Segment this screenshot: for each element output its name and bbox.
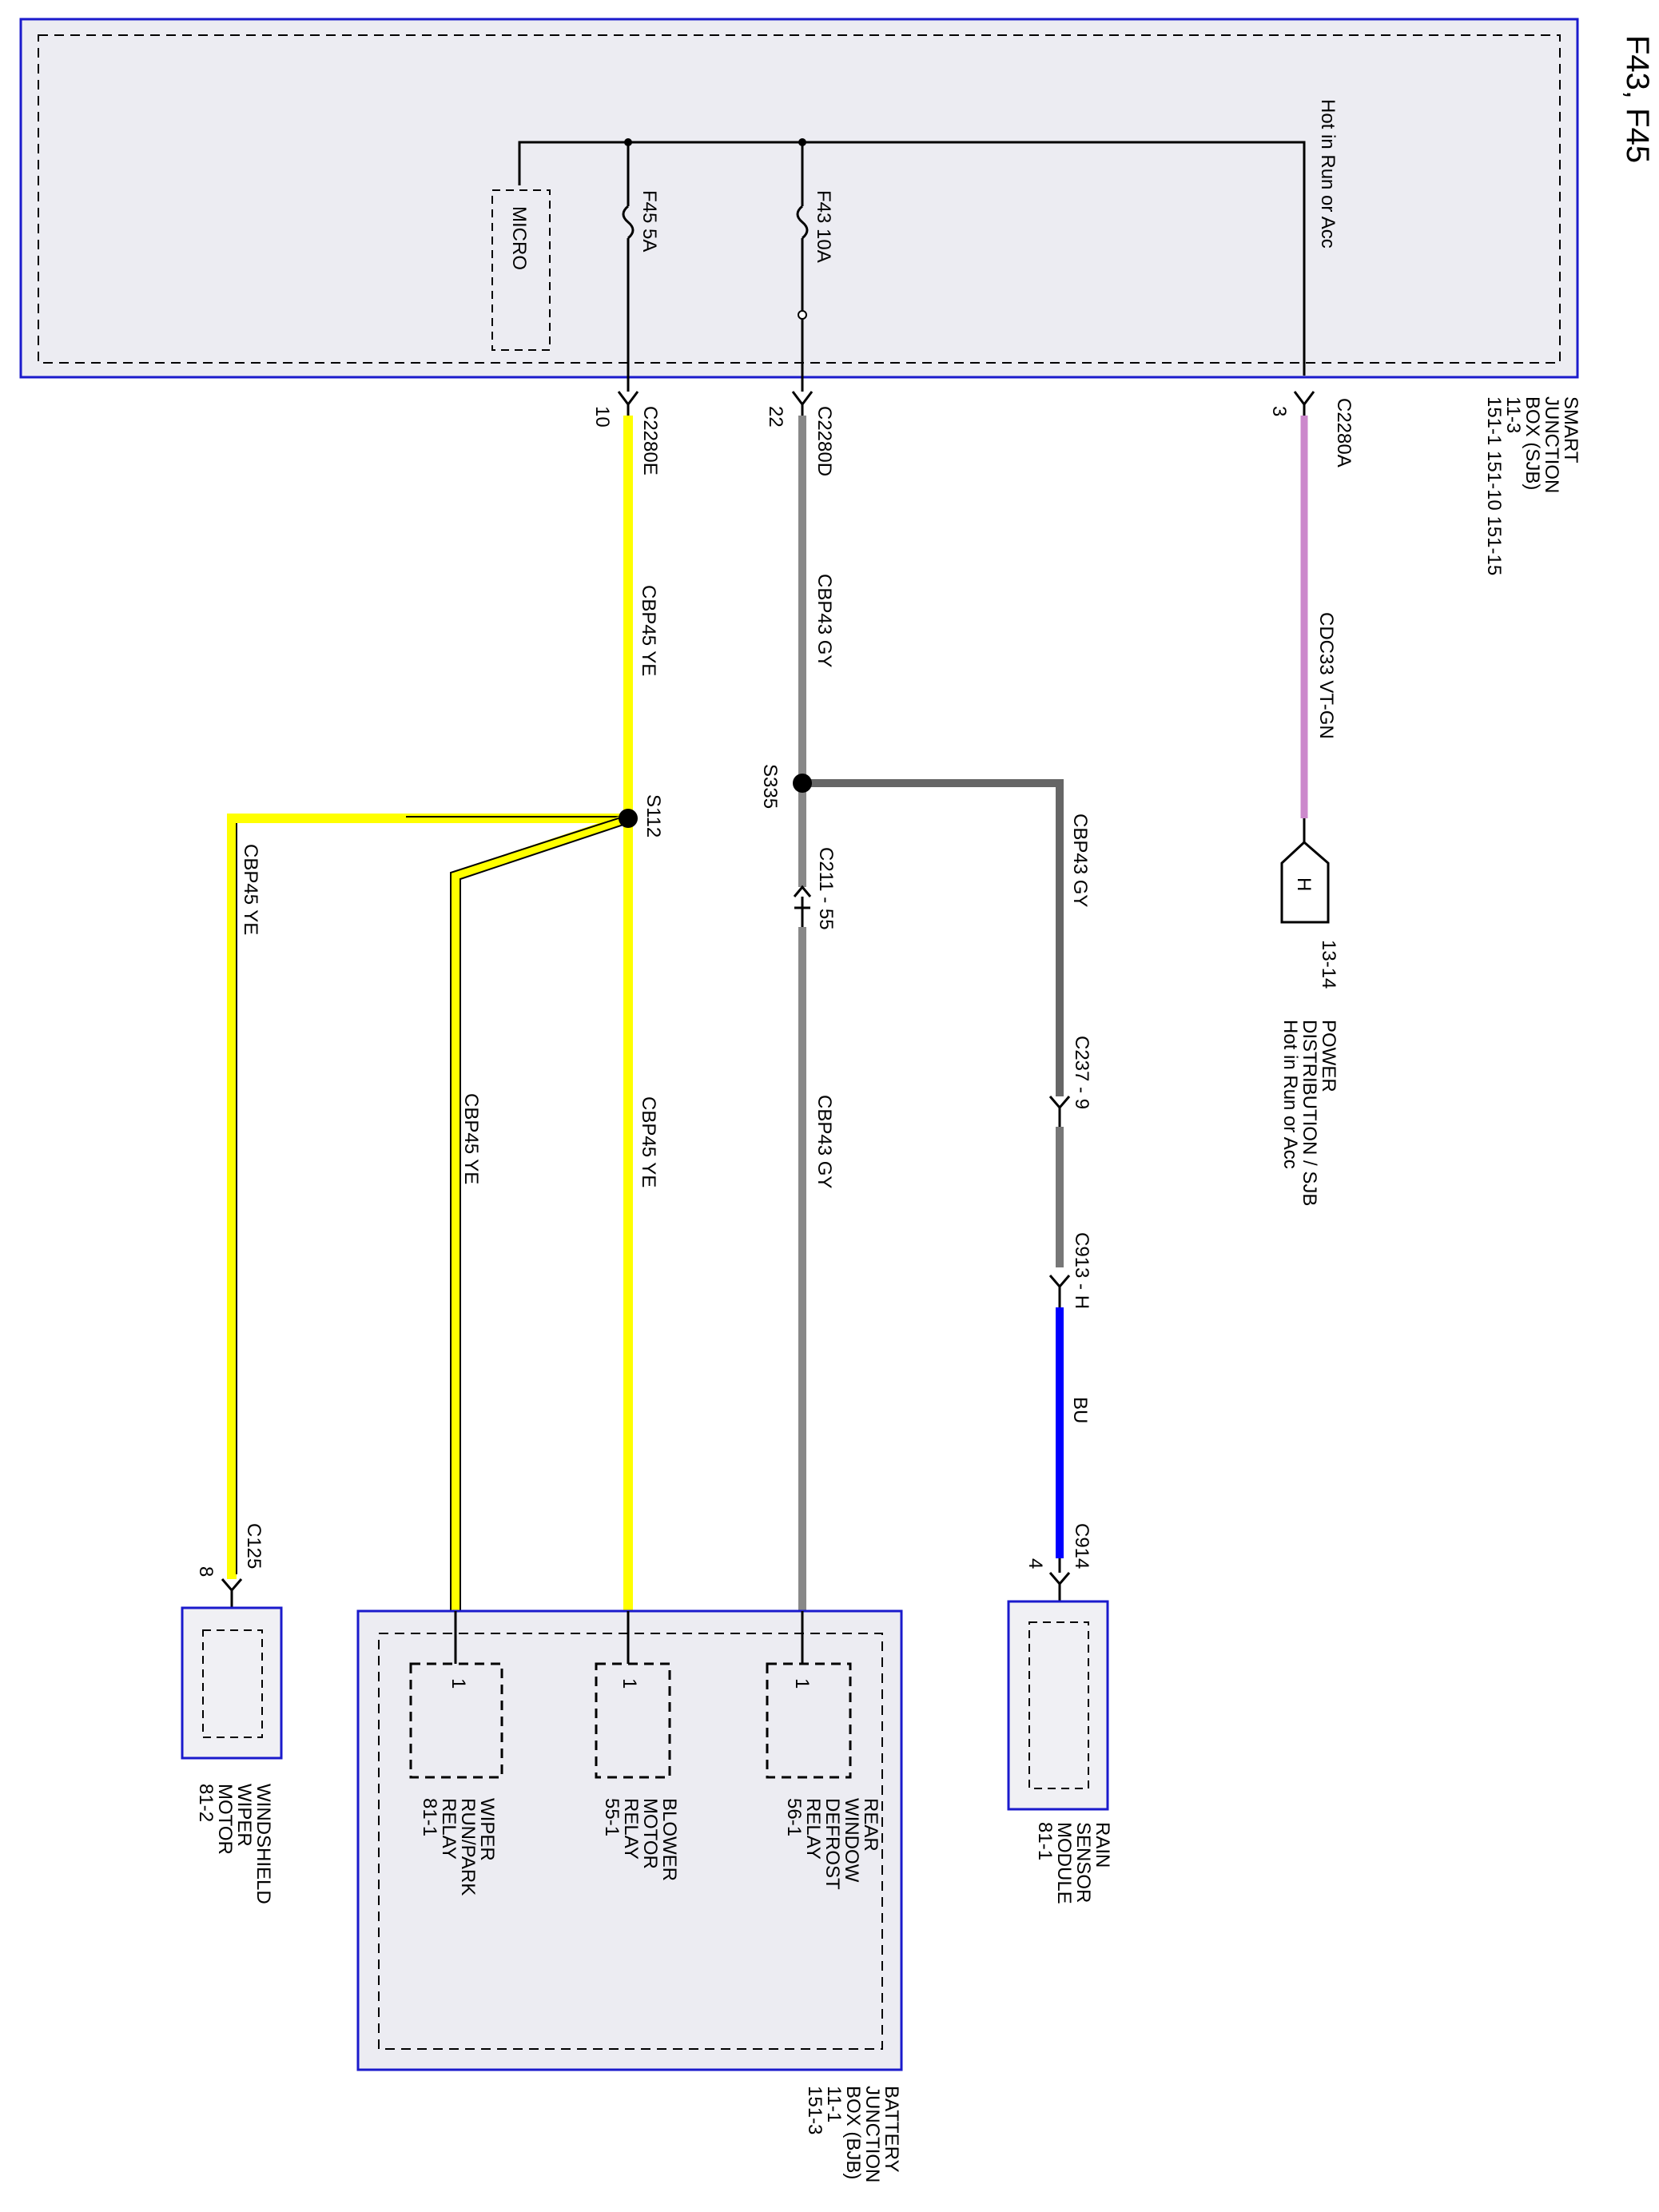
connector-c2280a-label: C2280A [1333, 398, 1355, 467]
svg-text:81-2: 81-2 [195, 1784, 217, 1822]
rain-sensor-label: RAIN SENSOR MODULE 81-1 [1034, 1822, 1113, 1904]
wire-bu-label: BU [1069, 1397, 1091, 1423]
svg-text:SENSOR: SENSOR [1072, 1822, 1094, 1903]
connector-c125: C125 8 [195, 1523, 265, 1608]
fuse-f45-label: F45 5A [639, 190, 660, 252]
svg-text:MOTOR: MOTOR [639, 1798, 661, 1869]
svg-text:DISTRIBUTION / SJB: DISTRIBUTION / SJB [1299, 1020, 1320, 1206]
svg-text:RELAY: RELAY [620, 1798, 642, 1860]
svg-text:56-1: 56-1 [783, 1798, 805, 1836]
svg-text:81-1: 81-1 [1034, 1822, 1056, 1860]
svg-text:13-14: 13-14 [1318, 940, 1339, 989]
wire-cbp45: C2280E 10 CBP45 YE S112 CBP45 YE CBP45 Y… [227, 391, 664, 1611]
rear-defrost-pin: 1 [791, 1678, 813, 1689]
windshield-wiper-motor [181, 1606, 283, 1760]
splice-s112-label: S112 [643, 794, 664, 837]
wire-cbp45-upper-label: CBP45 YE [638, 585, 659, 676]
svg-text:BATTERY: BATTERY [881, 2086, 902, 2172]
connector-c125-label: C125 [243, 1523, 265, 1569]
connector-c914-label: C914 [1071, 1523, 1092, 1569]
svg-text:BOX (SJB): BOX (SJB) [1522, 396, 1543, 490]
svg-text:MODULE: MODULE [1053, 1822, 1075, 1904]
svg-text:11-1: 11-1 [823, 2086, 845, 2122]
svg-text:JUNCTION: JUNCTION [1541, 396, 1562, 493]
wire-rain-sensor-branch: C237 - 9 C913 - H BU C914 4 [1024, 1036, 1092, 1601]
micro-label: MICRO [508, 206, 530, 270]
hot-in-run-label: Hot in Run or Acc [1317, 99, 1339, 249]
svg-text:MOTOR: MOTOR [214, 1784, 236, 1855]
svg-text:RELAY: RELAY [438, 1798, 460, 1860]
power-distribution-label: 13-14 POWER DISTRIBUTION / SJB Hot in Ru… [1279, 940, 1339, 1206]
svg-text:WINDSHIELD: WINDSHIELD [253, 1784, 274, 1904]
power-distribution-connector: H [1280, 840, 1330, 924]
blower-relay-label: BLOWER MOTOR RELAY 55-1 [601, 1798, 680, 1881]
sjb-name: SMART JUNCTION BOX (SJB) 11-3 151-1 151-… [1483, 396, 1581, 575]
blower-relay-pin: 1 [619, 1678, 640, 1689]
wire-cbp43-upper-label: CBP43 GY [814, 574, 835, 667]
svg-text:Hot in Run or Acc: Hot in Run or Acc [1279, 1020, 1301, 1169]
svg-text:WIPER: WIPER [233, 1784, 255, 1847]
svg-text:RELAY: RELAY [802, 1798, 824, 1860]
connector-c2280a-pin: 3 [1268, 406, 1290, 416]
wire-cbp43-branch-label: CBP43 GY [1069, 814, 1091, 907]
svg-text:BOX (BJB): BOX (BJB) [842, 2086, 864, 2179]
connector-c211-label: C211 - 55 [815, 847, 837, 930]
svg-text:BLOWER: BLOWER [658, 1798, 680, 1881]
connector-c2280e-pin: 10 [591, 406, 613, 428]
splice-s335-label: S335 [759, 764, 781, 809]
svg-text:SMART: SMART [1560, 396, 1581, 463]
wire-cbp45-main-label: CBP45 YE [638, 1096, 659, 1188]
svg-text:POWER: POWER [1318, 1020, 1339, 1092]
wire-cdc33-label: CDC33 VT-GN [1315, 612, 1337, 739]
connector-c2280e-label: C2280E [639, 406, 661, 475]
connector-c914-pin: 4 [1024, 1558, 1046, 1569]
power-distribution-pin: H [1293, 877, 1315, 891]
svg-text:RUN/PARK: RUN/PARK [457, 1798, 479, 1896]
wire-cbp43-lower-label: CBP43 GY [814, 1095, 835, 1188]
svg-text:REAR: REAR [860, 1798, 881, 1852]
svg-text:RAIN: RAIN [1092, 1822, 1113, 1868]
windshield-wiper-motor-label: WINDSHIELD WIPER MOTOR 81-2 [195, 1784, 274, 1904]
wire-cbp43: C2280D 22 CBP43 GY S335 C211 - 55 CBP43 … [759, 391, 1091, 1611]
svg-text:11-3: 11-3 [1502, 396, 1524, 433]
svg-text:JUNCTION: JUNCTION [861, 2086, 883, 2182]
rain-sensor-module [1007, 1600, 1109, 1811]
svg-text:151-1 151-10 151-15: 151-1 151-10 151-15 [1483, 396, 1505, 575]
svg-text:DEFROST: DEFROST [822, 1798, 843, 1890]
connector-c913-label: C913 - H [1071, 1232, 1092, 1309]
wire-cbp45-wiper-relay-label: CBP45 YE [460, 1093, 482, 1184]
connector-c237-label: C237 - 9 [1071, 1036, 1092, 1109]
svg-text:WINDOW: WINDOW [841, 1798, 862, 1883]
rear-defrost-relay-label: REAR WINDOW DEFROST RELAY 56-1 [783, 1798, 881, 1890]
bjb-name: BATTERY JUNCTION BOX (BJB) 11-1 151-3 [804, 2086, 902, 2182]
wiper-relay-pin: 1 [448, 1678, 469, 1689]
connector-c2280d-label: C2280D [814, 406, 835, 476]
page-title: F43, F45 [1620, 35, 1655, 163]
connector-c2280d-pin: 22 [765, 406, 786, 428]
wiper-relay-label: WIPER RUN/PARK RELAY 81-1 [419, 1798, 498, 1896]
fuse-f43-label: F43 10A [813, 190, 834, 263]
wire-cdc33: C2280A 3 CDC33 VT-GN [1268, 391, 1355, 842]
svg-text:WIPER: WIPER [476, 1798, 498, 1861]
svg-text:151-3: 151-3 [804, 2086, 826, 2134]
wire-cbp45-motor-label: CBP45 YE [240, 844, 261, 935]
battery-junction-box: 1 1 1 [356, 1609, 903, 2071]
svg-text:55-1: 55-1 [601, 1798, 623, 1836]
smart-junction-box: F45 5A F43 10A MICRO Hot in Run or Acc [19, 18, 1579, 392]
connector-c125-pin: 8 [195, 1566, 217, 1577]
svg-text:81-1: 81-1 [419, 1798, 440, 1836]
